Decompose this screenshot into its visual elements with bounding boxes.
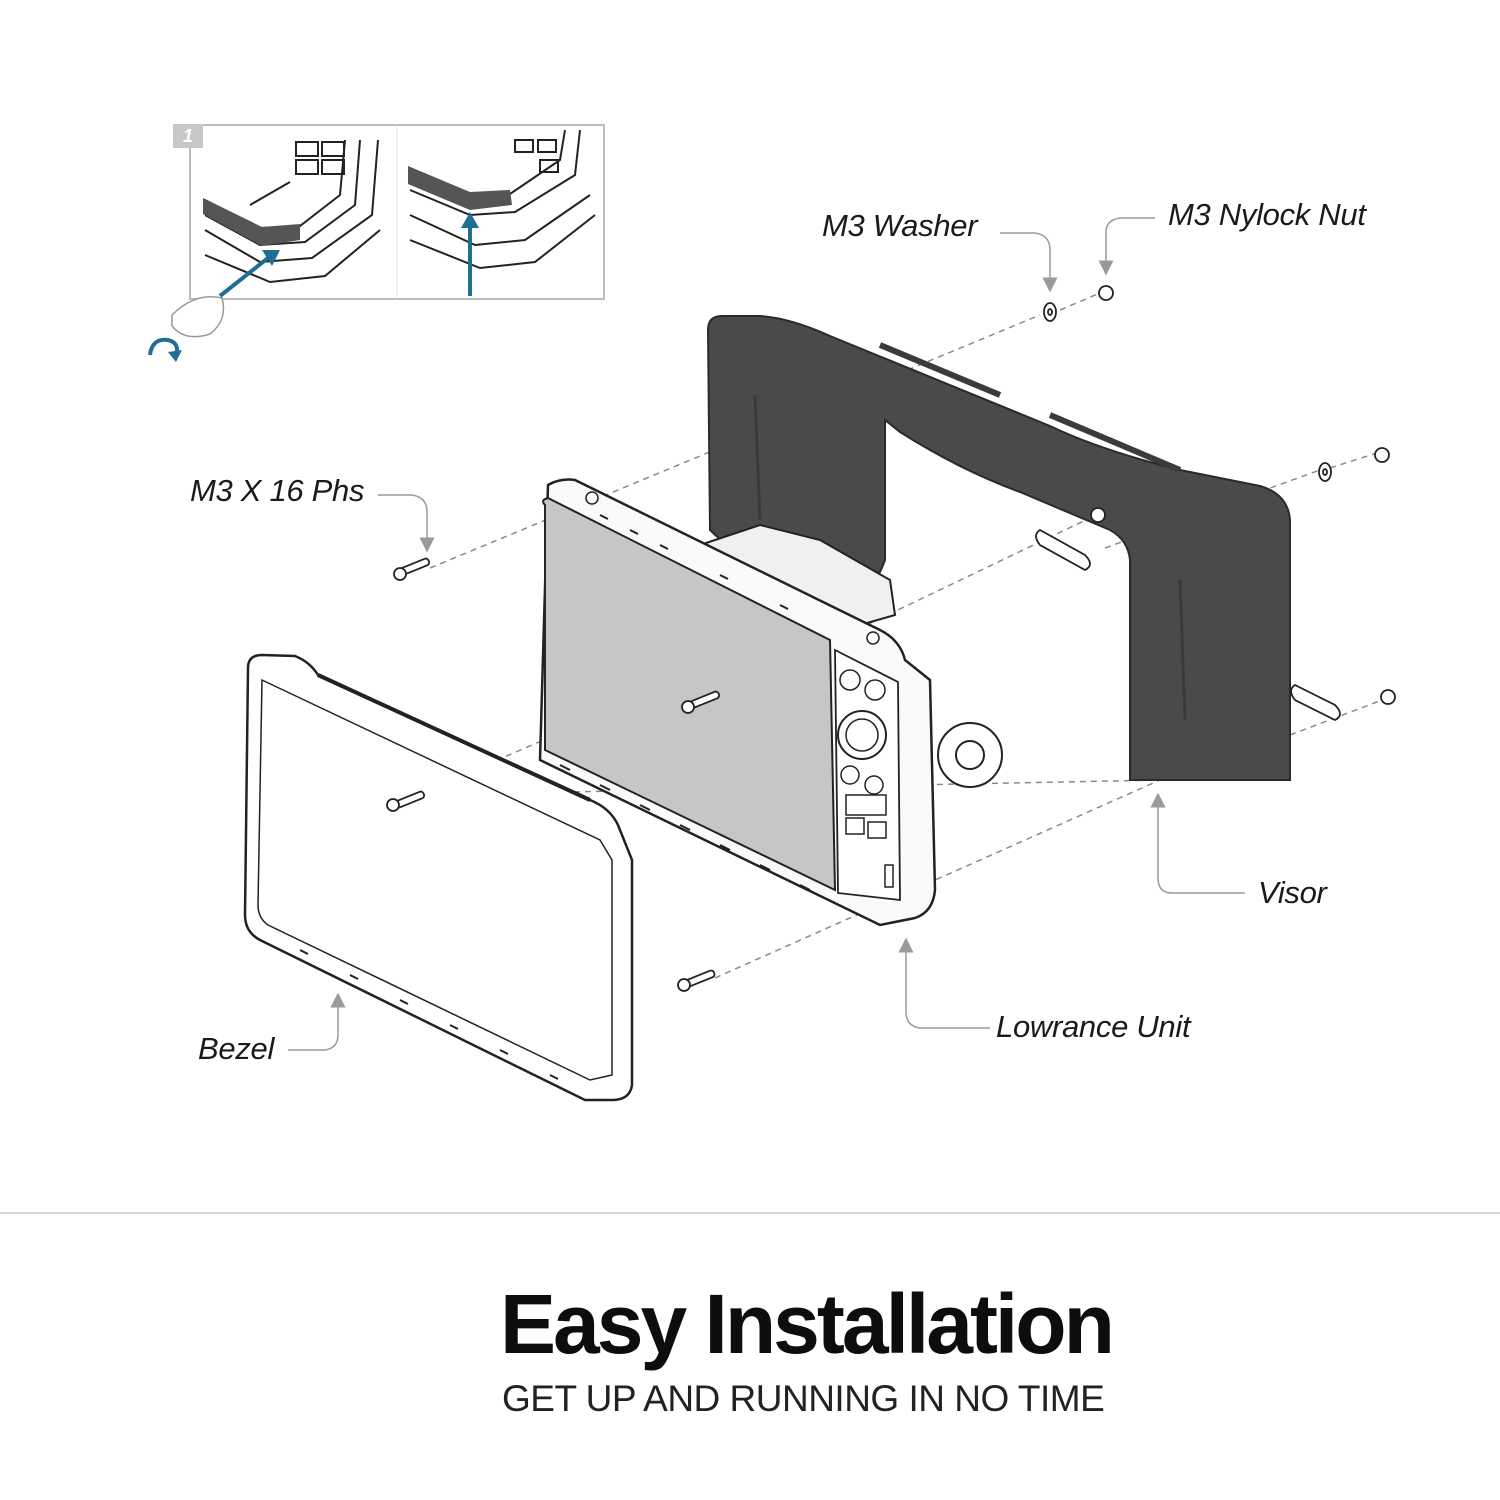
footer-subtitle: GET UP AND RUNNING IN NO TIME [502,1378,1105,1419]
label-m3-nylock-nut: M3 Nylock Nut [1168,197,1366,232]
inset-step-1 [148,124,605,362]
label-visor: Visor [1258,875,1327,910]
unit-screen [542,496,837,892]
inset-right-bezel-edge [408,166,512,210]
hardware [386,285,1396,992]
pry-tool-icon [171,296,225,338]
label-lowrance-unit: Lowrance Unit [996,1009,1191,1044]
screw-2 [681,690,721,714]
plate-2 [1290,683,1341,722]
rotate-arrow-icon [148,337,179,356]
lowrance-unit [538,478,1003,927]
leader-lines [288,217,1245,1051]
nut-4 [1380,689,1396,705]
label-m3-x16-phs: M3 X 16 Phs [190,473,365,508]
nut-2 [1374,447,1390,463]
nut-3 [1090,507,1106,523]
inset-left-bezel-edge [203,198,300,246]
label-bezel: Bezel [198,1031,275,1066]
bezel [243,653,634,1102]
step-number-badge: 1 [173,124,203,148]
plate-1 [1035,528,1091,572]
footer [0,1214,1500,1500]
screw-4 [677,969,716,992]
pry-arrow [218,256,270,298]
nut-1 [1098,285,1114,301]
screw-3 [386,790,426,812]
screw-1 [393,557,431,581]
footer-title: Easy Installation [500,1277,1115,1371]
label-m3-washer: M3 Washer [822,208,978,243]
